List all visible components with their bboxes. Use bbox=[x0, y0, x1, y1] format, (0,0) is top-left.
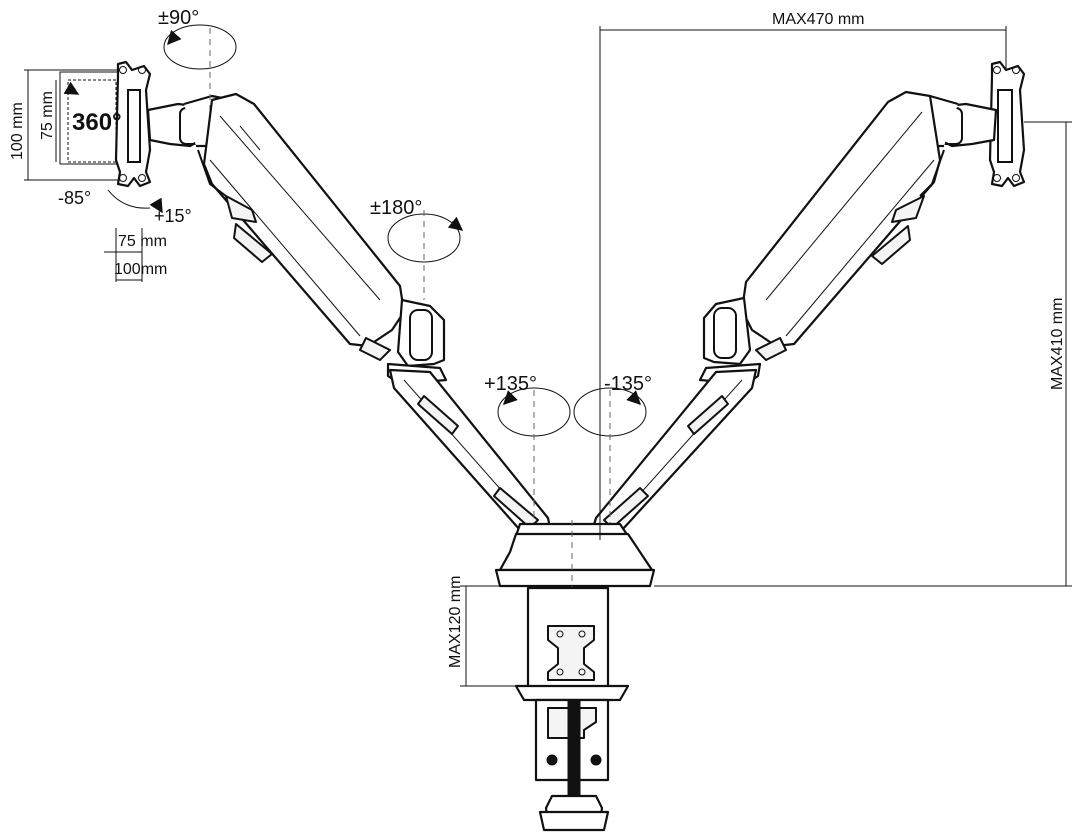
vesa-dimension-lines bbox=[24, 69, 143, 282]
max-height-label: MAX410 mm bbox=[1049, 298, 1066, 390]
left-plate-center bbox=[127, 89, 141, 163]
max-clamp-label: MAX120 mm bbox=[447, 576, 464, 668]
tilt-arrow-icon bbox=[149, 197, 163, 214]
clamp-dimension bbox=[460, 585, 528, 687]
vesa-75-horizontal-label: 75 mm bbox=[118, 233, 167, 250]
left-lower-arm bbox=[388, 368, 554, 548]
swivel-minus-135-label: -135° bbox=[604, 373, 652, 395]
left-upper-arm bbox=[197, 92, 406, 361]
elbow-swivel-indicator bbox=[387, 210, 464, 300]
tilt-top-label: ±90° bbox=[158, 7, 199, 29]
tilt-rotation-indicator bbox=[163, 24, 237, 120]
height-dimension bbox=[654, 121, 1072, 587]
vesa-100-horizontal-label: 100mm bbox=[114, 261, 167, 278]
desk-clamp bbox=[514, 586, 630, 832]
left-arm-body bbox=[202, 92, 406, 348]
tilt-up-label: +15° bbox=[154, 206, 192, 226]
tilt-arc bbox=[107, 189, 151, 209]
swivel-180-label: ±180° bbox=[370, 197, 422, 219]
rotate-360-label: 360° bbox=[72, 109, 122, 136]
tilt-down-label: -85° bbox=[58, 188, 91, 208]
vesa-100-vertical-label: 100 mm bbox=[9, 102, 26, 160]
base-swivel-indicators bbox=[497, 387, 647, 540]
right-lower-arm bbox=[588, 368, 758, 548]
reach-dimension bbox=[599, 26, 1007, 540]
rotate-arrow-icon bbox=[63, 81, 80, 95]
max-reach-label: MAX470 mm bbox=[772, 11, 864, 28]
right-upper-arm bbox=[740, 90, 945, 361]
vesa-75-vertical-label: 75 mm bbox=[39, 91, 56, 140]
center-column bbox=[494, 520, 656, 590]
swivel-plus-135-label: +135° bbox=[484, 373, 537, 395]
